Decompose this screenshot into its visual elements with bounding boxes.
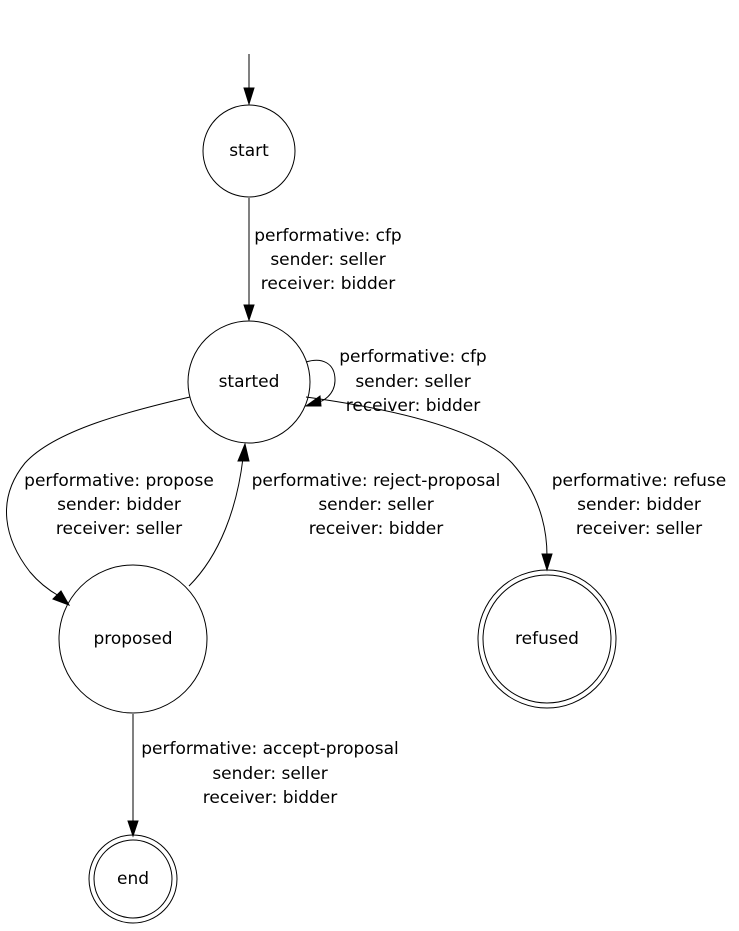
arrowhead xyxy=(243,304,255,322)
performative-text: performative: cfp xyxy=(339,347,486,367)
state-end: end xyxy=(88,834,178,924)
arrowhead xyxy=(52,590,71,606)
receiver-text: receiver: bidder xyxy=(203,788,338,808)
performative-text: performative: reject-proposal xyxy=(252,471,501,491)
edge-proposed-to-started xyxy=(188,442,250,587)
receiver-text: receiver: seller xyxy=(56,519,182,539)
arrowhead xyxy=(243,87,255,106)
arrowhead xyxy=(127,820,139,838)
sender-text: sender: seller xyxy=(318,495,433,515)
arrowhead xyxy=(541,553,553,572)
receiver-text: receiver: bidder xyxy=(261,274,396,294)
edge-label-start-to-started: performative: cfp sender: seller receive… xyxy=(254,226,401,294)
state-label: start xyxy=(229,141,269,161)
performative-text: performative: refuse xyxy=(552,471,726,491)
edge-label-started-to-refused: performative: refuse sender: bidder rece… xyxy=(552,471,726,539)
sender-text: sender: seller xyxy=(270,250,385,270)
state-proposed: proposed xyxy=(58,564,208,714)
edge-started-to-proposed xyxy=(6,396,191,606)
edge-label-proposed-to-end: performative: accept-proposal sender: se… xyxy=(141,739,399,808)
state-label: started xyxy=(219,372,280,392)
state-refused: refused xyxy=(477,569,617,709)
edge-label-proposed-to-started: performative: reject-proposal sender: se… xyxy=(252,471,501,539)
performative-text: performative: accept-proposal xyxy=(141,739,399,759)
performative-text: performative: cfp xyxy=(254,226,401,246)
state-start: start xyxy=(202,104,296,198)
state-label: refused xyxy=(515,629,579,649)
state-label: proposed xyxy=(93,629,172,649)
edge-initial-to-start xyxy=(243,54,255,106)
edge-started-to-refused xyxy=(305,396,553,572)
receiver-text: receiver: bidder xyxy=(346,396,481,416)
edge-label-started-self: performative: cfp sender: seller receive… xyxy=(339,347,486,416)
edge-label-started-to-proposed: performative: propose sender: bidder rec… xyxy=(24,471,214,539)
receiver-text: receiver: bidder xyxy=(309,519,444,539)
state-started: started xyxy=(187,320,311,444)
arrowhead xyxy=(237,442,250,462)
sender-text: sender: bidder xyxy=(577,495,701,515)
performative-text: performative: propose xyxy=(24,471,214,491)
sender-text: sender: seller xyxy=(355,372,470,392)
sender-text: sender: bidder xyxy=(57,495,181,515)
sender-text: sender: seller xyxy=(212,764,327,784)
receiver-text: receiver: seller xyxy=(576,519,702,539)
state-label: end xyxy=(117,869,149,889)
edge-start-to-started xyxy=(243,198,255,322)
edge-proposed-to-end xyxy=(127,714,139,838)
